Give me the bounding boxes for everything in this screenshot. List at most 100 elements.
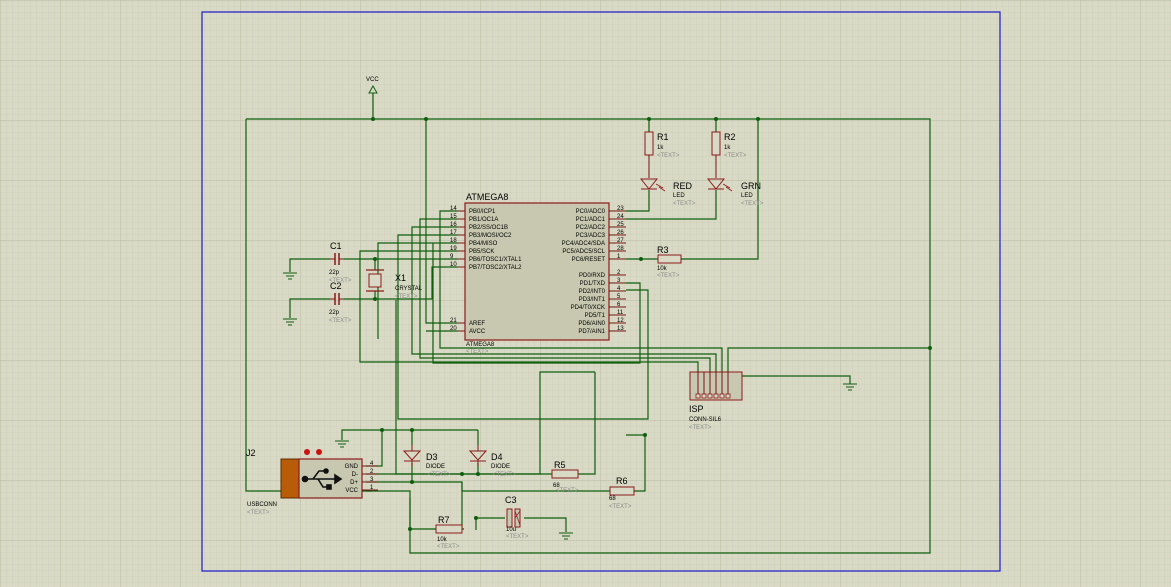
r5-out-wire — [578, 372, 596, 475]
resistor-r7[interactable]: R7 10k <TEXT> — [435, 515, 463, 550]
pin-number: 4 — [617, 286, 621, 292]
j2-ref: J2 — [246, 448, 256, 458]
pin-name: PC0/ADC0 — [576, 209, 606, 215]
pin-number: 3 — [370, 477, 374, 483]
pin-name: PC1/ADC1 — [576, 217, 606, 223]
vcc-rail — [246, 118, 931, 554]
pin-number: 4 — [370, 461, 374, 467]
resistor-r2[interactable]: R2 1k <TEXT> — [711, 131, 747, 178]
isp-pin-pad — [725, 393, 731, 399]
capacitor-c3[interactable]: C3 10u <TEXT> — [505, 495, 529, 540]
pin-number: 24 — [617, 214, 624, 220]
r6-out-wire — [626, 434, 646, 492]
led-red[interactable]: RED LED <TEXT> — [639, 178, 696, 207]
ground-isp — [843, 383, 857, 391]
r5-text: <TEXT> — [556, 488, 579, 494]
usb-led-icon — [304, 449, 310, 455]
isp-text: <TEXT> — [689, 425, 712, 431]
isp-miso-wire — [377, 242, 457, 339]
pin-name: PB4/MISO — [469, 241, 498, 247]
pin-number: 2 — [617, 270, 621, 276]
pin-name: PD0/RXD — [579, 273, 606, 279]
pin-number: 13 — [617, 326, 624, 332]
r7-value: 10k — [437, 537, 448, 543]
xtal2-pin-wire — [375, 266, 457, 300]
isp-mosi-wire — [397, 234, 649, 420]
resistor-r5[interactable]: R5 68 <TEXT> — [551, 460, 579, 494]
pin-number: 1 — [370, 485, 374, 491]
capacitor-c2[interactable]: C2 22p <TEXT> — [329, 281, 352, 324]
d3-ref: D3 — [426, 452, 438, 462]
pin-name: D- — [352, 472, 358, 478]
isp-pin-pad — [695, 393, 701, 399]
pin-number: 10 — [450, 262, 457, 268]
r3-vcc-wire — [681, 119, 759, 260]
pin-name: PD7/AIN1 — [578, 329, 605, 335]
pin-number: 14 — [450, 206, 457, 212]
ground-c3 — [559, 532, 573, 540]
isp-pin-pad — [719, 393, 725, 399]
resistor-r3[interactable]: R3 10k <TEXT> — [657, 245, 682, 279]
pin-name: GND — [345, 464, 359, 470]
led-grn-text: <TEXT> — [741, 201, 764, 207]
pin-number: 21 — [450, 318, 457, 324]
ground-icon — [335, 440, 349, 448]
pin-number: 5 — [617, 294, 621, 300]
mcu-ref: ATMEGA8 — [466, 192, 508, 202]
pin-number: 12 — [617, 318, 624, 324]
mcu-body — [464, 202, 610, 341]
led-grn[interactable]: GRN LED <TEXT> — [706, 178, 764, 207]
r5-body — [551, 469, 579, 479]
diode-d4[interactable]: D4 DIODE <TEXT> — [468, 445, 516, 478]
pin-name: PC5/ADC5/SCL — [562, 249, 605, 255]
isp-pb-wire — [411, 226, 717, 372]
r2-ref: R2 — [724, 132, 736, 142]
resistor-r1[interactable]: R1 1k <TEXT> — [644, 131, 680, 178]
usb-plug — [280, 458, 300, 499]
r3-text: <TEXT> — [657, 273, 680, 279]
r3-ref: R3 — [657, 245, 669, 255]
led-grn-icon — [706, 178, 726, 190]
vbus-wire — [366, 490, 436, 530]
pin-name: PD5/T1 — [585, 313, 606, 319]
r2-text: <TEXT> — [724, 153, 747, 159]
r7-body — [435, 524, 463, 534]
isp-ref: ISP — [689, 404, 704, 414]
r7-text: <TEXT> — [437, 544, 460, 550]
r5-ref: R5 — [554, 460, 566, 470]
pin-number: 28 — [617, 246, 624, 252]
pin-number: 25 — [617, 222, 624, 228]
isp-value: CONN-SIL6 — [689, 417, 722, 423]
pin-number: 18 — [450, 238, 457, 244]
isp-gnd-wire — [727, 347, 930, 372]
c2-wire — [289, 298, 330, 318]
vcc-label: VCC — [366, 77, 379, 83]
r5-value: 68 — [553, 483, 560, 489]
pin-number: 16 — [450, 222, 457, 228]
usb-led-icon — [316, 449, 322, 455]
pin-name: VCC — [345, 488, 358, 494]
mcu-value: ATMEGA8 — [466, 342, 495, 348]
r1-ref: R1 — [657, 132, 669, 142]
diode-d3[interactable]: D3 DIODE <TEXT> — [402, 445, 451, 478]
pin-name: PB1/OC1A — [469, 217, 498, 223]
led-grn-ref: GRN — [741, 181, 761, 191]
capacitor-c1[interactable]: C1 22p <TEXT> — [329, 241, 352, 284]
r3-body — [657, 254, 682, 264]
isp-pb3-wire — [419, 218, 711, 372]
c2-text: <TEXT> — [329, 318, 352, 324]
isp-pb2-wire — [439, 210, 723, 372]
resistor-r6[interactable]: R6 68 <TEXT> — [609, 476, 635, 510]
pin-name: D+ — [350, 480, 358, 486]
vcc-terminal[interactable]: VCC — [366, 77, 379, 119]
crystal-x1[interactable]: X1 CRYSTAL <TEXT> — [366, 269, 423, 300]
pin-name: PB6/TOSC1/XTAL1 — [469, 257, 522, 263]
pin-name: PD1/TXD — [580, 281, 606, 287]
c3-gnd-wire — [524, 517, 567, 532]
isp-connector[interactable]: ISP CONN-SIL6 <TEXT> — [689, 371, 743, 431]
